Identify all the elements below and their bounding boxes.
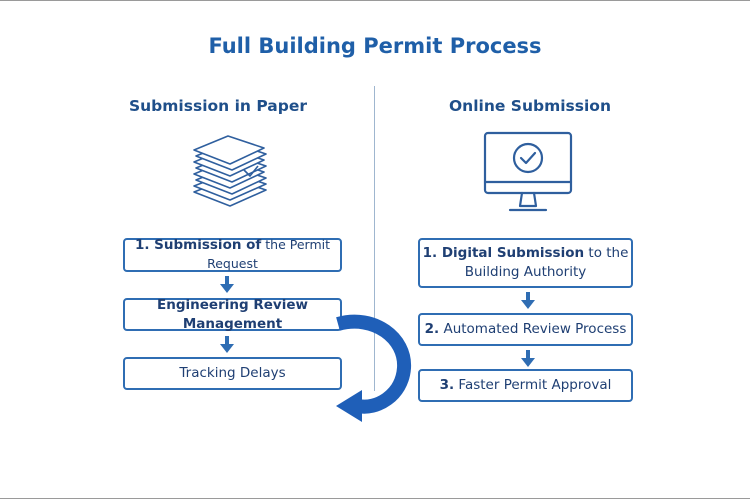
diagram-title: Full Building Permit Process [208,34,542,58]
down-arrow-icon [521,350,535,367]
paper-step-3: Tracking Delays [123,357,342,390]
right-column-heading: Online Submission [449,97,611,115]
online-step-3: 3. Faster Permit Approval [418,369,633,402]
online-step-2: 2. Automated Review Process [418,313,633,346]
column-divider [374,86,375,391]
down-arrow-icon [220,276,234,293]
top-border [0,0,750,1]
monitor-checkmark-icon [483,131,573,212]
left-column-heading: Submission in Paper [128,97,307,115]
loop-arrow-icon [336,314,412,422]
paper-step-1: 1. Submission of the Permit Request [123,237,342,272]
down-arrow-icon [521,292,535,309]
down-arrow-icon [220,336,234,353]
paper-stack-icon [193,135,267,207]
paper-step-2: Engineering Review Management [123,297,342,332]
bottom-border [0,498,750,499]
